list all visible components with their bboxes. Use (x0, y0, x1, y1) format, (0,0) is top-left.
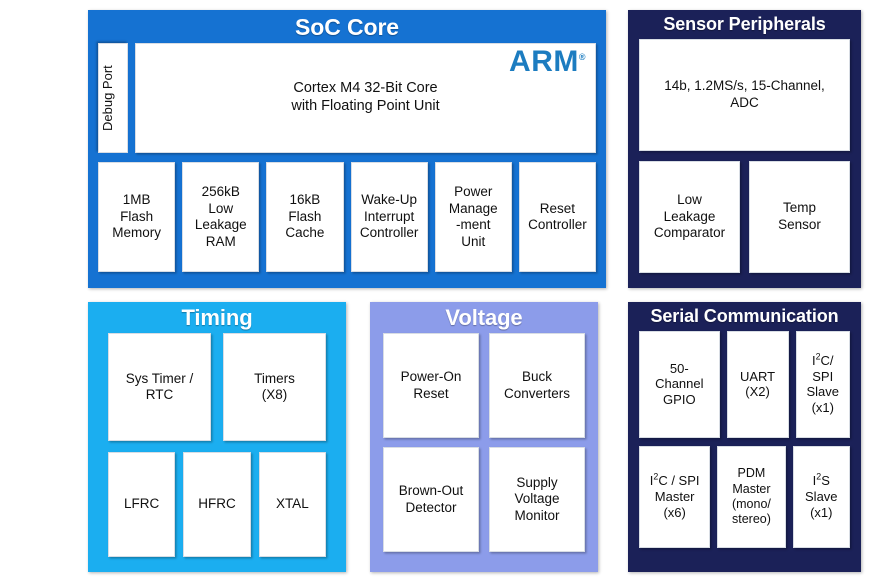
block-adc[interactable]: 14b, 1.2MS/s, 15-Channel,ADC (639, 38, 850, 151)
arm-logo: ARM® (509, 45, 586, 79)
block-lfrc[interactable]: LFRC (108, 452, 176, 558)
block-label: 14b, 1.2MS/s, 15-Channel,ADC (664, 78, 825, 110)
block-hfrc[interactable]: HFRC (183, 452, 251, 558)
block-label: LFRC (124, 496, 160, 512)
block-label: HFRC (198, 496, 236, 512)
panel-title-serial-communication: Serial Communication (650, 306, 839, 326)
block-cortex-m4-core[interactable]: ARM® Cortex M4 32-Bit Core with Floating… (135, 43, 596, 154)
block-label: XTAL (275, 496, 309, 512)
block-sys-timer-rtc[interactable]: Sys Timer /RTC (108, 333, 211, 442)
block-timers[interactable]: Timers(X8) (223, 333, 326, 442)
panel-title-timing: Timing (181, 305, 253, 330)
panel-title-sensor-peripherals: Sensor Peripherals (663, 14, 826, 34)
panel-timing: Timing Sys Timer /RTC Timers(X8) LFRC HF… (88, 302, 346, 572)
timing-row-1: Sys Timer /RTC Timers(X8) (108, 333, 326, 442)
block-debug-port[interactable]: Debug Port (98, 43, 128, 154)
panel-body-timing: Sys Timer /RTC Timers(X8) LFRC HFRC XTAL (88, 333, 346, 572)
block-label: Sys Timer /RTC (125, 370, 194, 403)
block-xtal[interactable]: XTAL (258, 452, 326, 558)
panel-body-soc-core: Debug Port ARM® Cortex M4 32-Bit Core wi… (88, 43, 606, 288)
panel-title-soc-core: SoC Core (295, 14, 399, 40)
panel-soc-core: SoC Core Debug Port ARM® Cortex M4 32-Bi… (88, 10, 606, 288)
block-label: Timers(X8) (254, 370, 295, 403)
timing-row-2: LFRC HFRC XTAL (108, 452, 326, 558)
panel-title-voltage: Voltage (445, 305, 523, 330)
block-label: UART(X2) (739, 368, 776, 400)
cortex-core-label: Cortex M4 32-Bit Core with Floating Poin… (291, 80, 440, 115)
panel-sensor-peripherals: Sensor Peripherals 14b, 1.2MS/s, 15-Chan… (628, 10, 861, 288)
block-uart[interactable]: UART(X2) (726, 330, 789, 438)
soc-core-top-row: Debug Port ARM® Cortex M4 32-Bit Core wi… (98, 43, 596, 154)
